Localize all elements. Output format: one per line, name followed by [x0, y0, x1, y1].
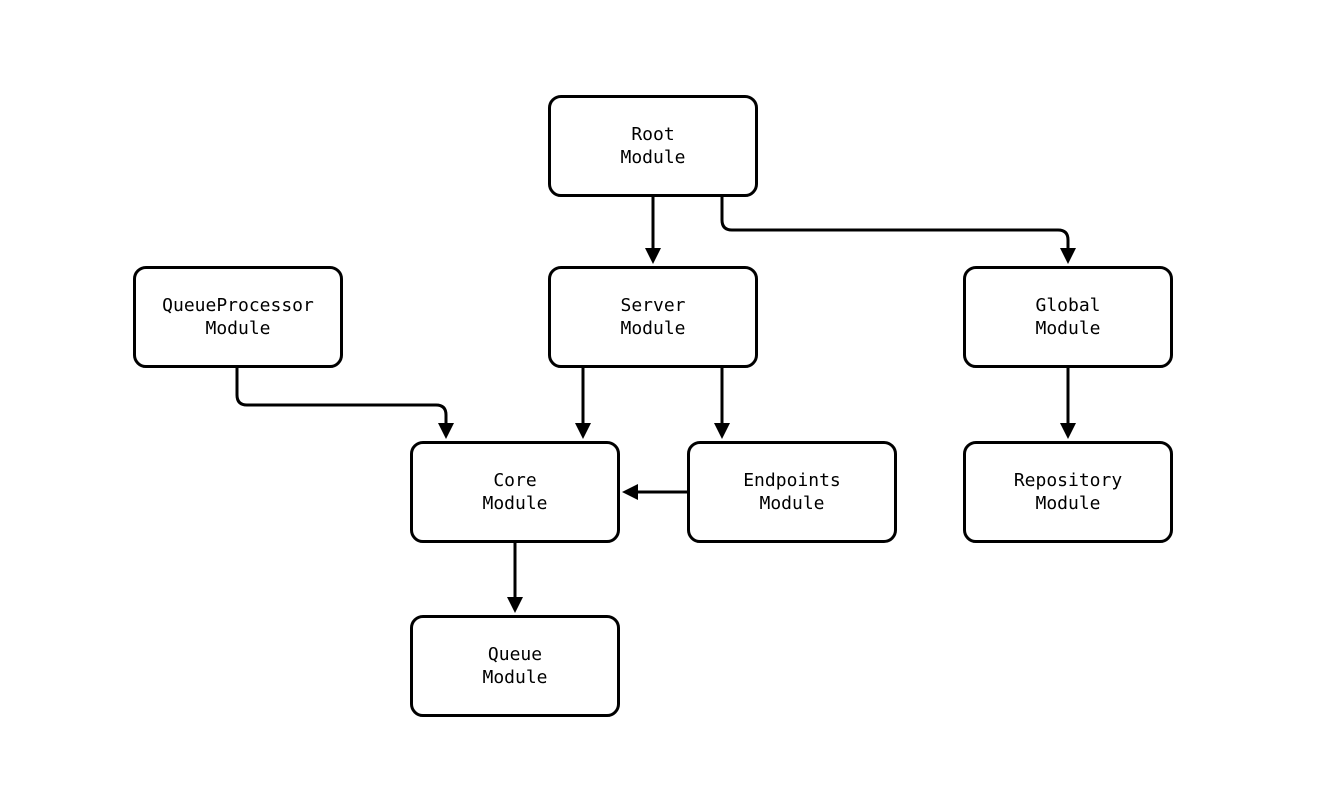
node-repository-label-line1: Repository [1013, 470, 1123, 491]
node-queue-label-line1: Queue [487, 644, 543, 665]
node-server-label-line1: Server [620, 295, 686, 316]
node-global-label-line2: Module [1035, 318, 1101, 339]
node-core-label-line1: Core [493, 470, 537, 491]
node-endpoints-label-line1: Endpoints [743, 470, 841, 491]
node-core-label-line2: Module [482, 493, 548, 514]
node-core[interactable]: Core Module [410, 441, 620, 543]
node-queue-label-line2: Module [482, 667, 548, 688]
node-repository[interactable]: Repository Module [963, 441, 1173, 543]
node-server-label-line2: Module [620, 318, 686, 339]
node-root[interactable]: Root Module [548, 95, 758, 197]
node-queueprocessor-label-line1: QueueProcessor [162, 295, 314, 316]
node-queueprocessor-label-line2: Module [205, 318, 271, 339]
node-root-label-line1: Root [631, 124, 675, 145]
edge-queueprocessor-to-core [235, 368, 454, 439]
node-queueprocessor[interactable]: QueueProcessor Module [133, 266, 343, 368]
node-repository-label-line2: Module [1035, 493, 1101, 514]
node-endpoints[interactable]: Endpoints Module [687, 441, 897, 543]
node-global-label-line1: Global [1035, 295, 1101, 316]
node-server[interactable]: Server Module [548, 266, 758, 368]
node-queue[interactable]: Queue Module [410, 615, 620, 717]
node-global[interactable]: Global Module [963, 266, 1173, 368]
node-endpoints-label-line2: Module [759, 493, 825, 514]
node-root-label-line2: Module [620, 147, 686, 168]
edge-root-to-global [720, 197, 1076, 264]
